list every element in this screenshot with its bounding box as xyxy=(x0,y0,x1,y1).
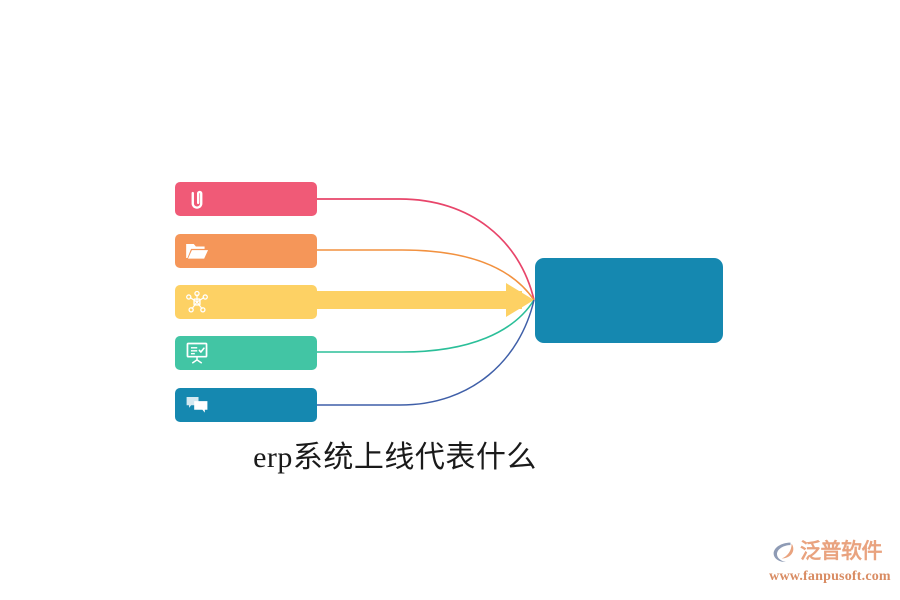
connector-line-5 xyxy=(317,299,535,406)
connector-line-2 xyxy=(317,249,535,301)
paperclip-icon xyxy=(191,190,203,209)
watermark-brand: 泛普软件 xyxy=(800,539,883,563)
flow-item-5[interactable] xyxy=(175,388,317,422)
network-hub-icon xyxy=(186,290,208,313)
flow-item-3[interactable] xyxy=(175,285,317,319)
flow-item-4[interactable] xyxy=(175,336,317,370)
open-folder-icon xyxy=(186,243,209,259)
watermark-row: 泛普软件 xyxy=(768,535,892,568)
caption-text: erp系统上线代表什么 xyxy=(253,441,537,474)
watermark-url: www.fanpusoft.com xyxy=(769,569,891,584)
target-box[interactable] xyxy=(535,258,723,343)
presentation-checklist-icon xyxy=(186,342,208,364)
watermark: 泛普软件 www.fanpusoft.com xyxy=(768,535,892,587)
connector-line-1 xyxy=(317,198,535,301)
chat-bubbles-icon xyxy=(186,396,208,413)
connector-line-4 xyxy=(317,299,535,353)
connector-arrow-3 xyxy=(317,283,534,317)
fanpu-logo-icon xyxy=(773,542,794,562)
flow-item-2[interactable] xyxy=(175,234,317,268)
flow-item-1[interactable] xyxy=(175,182,317,216)
